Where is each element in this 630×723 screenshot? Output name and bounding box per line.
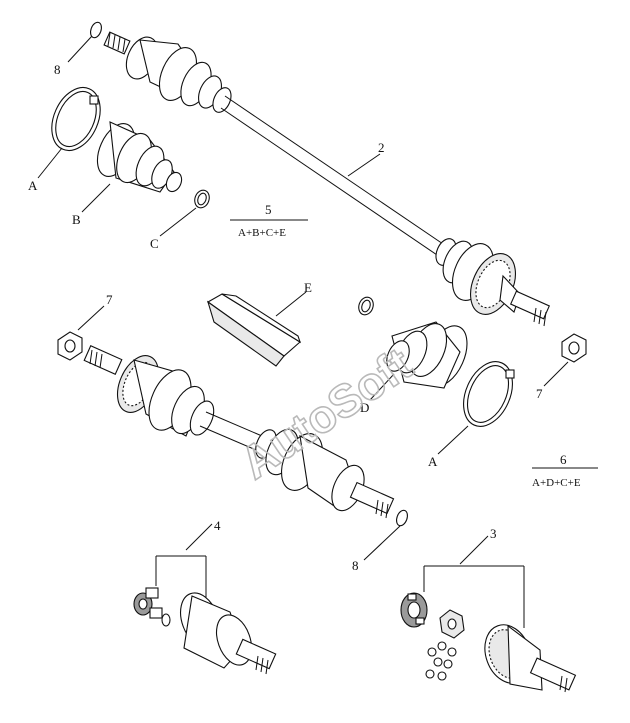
balls (425, 641, 457, 681)
callout-c: C (150, 236, 159, 251)
callout-3: 3 (490, 526, 497, 541)
lower-outer-joint (116, 355, 215, 437)
clamp-band-a-bottom (463, 361, 515, 427)
upper-shaft-bar (220, 95, 447, 258)
callout-7-right: 7 (536, 386, 543, 401)
tripod-spider (133, 587, 163, 619)
inner-race (439, 609, 465, 639)
clip-c-right (358, 296, 374, 316)
callout-labels: 8 2 A B C 5 A+B+C+E 7 E D 7 A 6 A+D+C+E … (28, 62, 581, 573)
hub-nut-7-left (57, 331, 83, 361)
callout-a-top: A (28, 178, 38, 193)
callout-8-bottom: 8 (352, 558, 359, 573)
o-ring-8-top (90, 21, 102, 39)
boot-b (96, 121, 183, 193)
joint-3-housing (484, 624, 577, 693)
callout-5: 5 (265, 202, 272, 217)
joint-4-housing (180, 592, 277, 675)
leader-lines (37, 35, 598, 628)
callout-8-top: 8 (54, 62, 61, 77)
grease-pack-e (206, 293, 302, 367)
callout-4: 4 (214, 518, 221, 533)
callout-e: E (304, 280, 312, 295)
callout-d: D (360, 400, 369, 415)
callout-6: 6 (560, 452, 567, 467)
callout-2: 2 (378, 140, 385, 155)
lower-shaft-outer-spline (83, 345, 123, 375)
joint-4-snap-ring (161, 613, 171, 627)
callout-6-formula: A+D+C+E (532, 477, 581, 489)
cage (400, 592, 428, 628)
lower-shaft-bar (199, 411, 263, 451)
outer-joint-kit-3 (400, 592, 577, 693)
lower-inner-joint (255, 428, 395, 519)
upper-inner-joint (125, 36, 232, 113)
boot-d (386, 321, 468, 389)
clip-c (194, 189, 210, 209)
clamp-band-a-top (51, 87, 101, 151)
lower-drive-shaft-assembly (57, 331, 395, 519)
hub-nut-7-right (561, 333, 587, 363)
upper-shaft-spline-end (103, 31, 131, 55)
inner-joint-kit-4 (133, 587, 277, 675)
callout-7-left: 7 (106, 292, 113, 307)
upper-drive-shaft-assembly (103, 31, 551, 327)
callout-a-bottom: A (428, 454, 438, 469)
o-ring-8-bottom (396, 509, 408, 527)
callout-b: B (72, 212, 81, 227)
callout-5-formula: A+B+C+E (238, 227, 286, 239)
upper-outer-joint (435, 238, 551, 327)
